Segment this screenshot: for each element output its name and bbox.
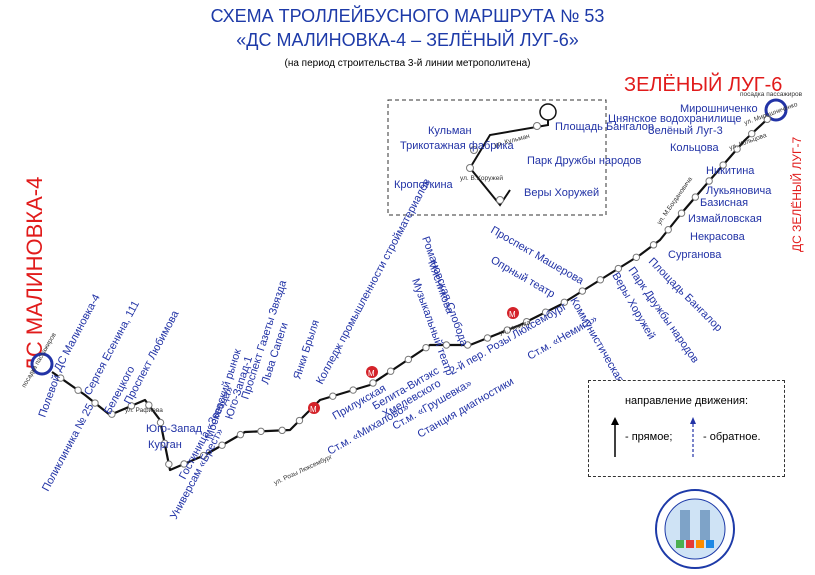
stop-dot [463, 341, 472, 349]
stop-dot [295, 416, 304, 425]
street-label: ул. Розы Люксембург [272, 452, 334, 486]
stop-label: Мирошниченко [680, 103, 758, 115]
stop-dot [560, 298, 569, 306]
metro-icon: M [507, 307, 519, 319]
stop-dot [74, 386, 82, 394]
stop-dot [127, 402, 136, 410]
metro-icon: M [366, 366, 378, 378]
stop-label: Курган [148, 439, 182, 451]
street-label: ул. Рафиева [125, 407, 163, 414]
inset-label: Кульман [428, 125, 472, 137]
inset-stop [496, 196, 504, 204]
stop-label: Некрасова [690, 231, 746, 243]
stop-label: Базисная [700, 197, 748, 209]
inset-stop [470, 146, 478, 154]
stop-dot [522, 317, 531, 326]
stop-dot [442, 341, 451, 349]
map-note: (на период строительства 3-й линии метро… [284, 58, 531, 69]
stop-dot [664, 226, 672, 234]
stop-dot [705, 177, 713, 185]
stop-dot [218, 441, 226, 449]
inset-label: Кропоткина [394, 179, 454, 191]
stop-dot [160, 439, 169, 448]
inset-label: Парк Дружбы народов [527, 155, 642, 167]
metro-icon: M [308, 402, 320, 414]
stop-label: Кольцова [670, 142, 719, 154]
stop-dot [257, 427, 265, 435]
stop-label: Полевой [37, 373, 63, 419]
stop-label: Измайловская [688, 213, 762, 225]
stop-dot [236, 430, 245, 439]
legend-title: направление движения: [624, 395, 749, 407]
inset-stop [533, 122, 541, 130]
stop-dot [165, 460, 173, 468]
legend-forward: - прямое; [625, 431, 673, 443]
stop-dot [57, 374, 65, 382]
inset-label: Площадь Бангалор [555, 121, 654, 133]
svg-text:M: M [509, 310, 516, 319]
street-label: ул. Кольцова [728, 132, 768, 152]
reverse-arrow-icon [690, 417, 696, 457]
stop-label: Юго-Запад [146, 423, 203, 435]
stop-dot [503, 326, 511, 334]
stop-label: Сурганова [668, 249, 722, 261]
stop-dot [199, 451, 208, 460]
svg-text:M: M [368, 369, 375, 378]
legend: направление движения: - прямое; - обратн… [588, 380, 785, 477]
stop-dot [91, 399, 99, 407]
stop-dot [719, 161, 727, 169]
route-stops [57, 115, 771, 468]
stop-dot [404, 355, 413, 364]
stop-dot [763, 115, 771, 123]
end-terminal-icon [764, 98, 788, 122]
stop-dot [632, 253, 641, 261]
stop-dot [108, 410, 116, 418]
map-title-line1: СХЕМА ТРОЛЛЕЙБУСНОГО МАРШРУТА № 53 [210, 6, 605, 26]
inset-terminal [539, 103, 557, 121]
stop-dot [578, 287, 587, 295]
stop-dot [614, 264, 623, 273]
stop-dot [649, 241, 658, 249]
stop-label: Янки Брыля [291, 319, 321, 381]
forward-arrow-icon [611, 417, 619, 457]
stop-dot [156, 418, 165, 427]
stop-dot [483, 334, 492, 342]
stop-label: ДС Малиновка-4 [52, 292, 103, 373]
inset-stop [466, 164, 474, 172]
stop-dot [349, 386, 357, 394]
inset-label: Трикотажная фабрика [400, 140, 515, 152]
stop-dot [541, 308, 550, 316]
map-title-line2: «ДС МАЛИНОВКА-4 – ЗЕЛЁНЫЙ ЛУГ-6» [236, 30, 579, 50]
stop-dot [369, 379, 377, 387]
start-terminal-icon [30, 352, 54, 376]
street-label: ул. В.Хоружей [460, 174, 503, 182]
stop-label: Никитина [706, 165, 755, 177]
stop-dot [422, 343, 430, 352]
stop-dot [733, 145, 741, 153]
stop-label: Площадь Бангалор [646, 256, 725, 335]
inset-frame [387, 99, 607, 216]
stop-dot [329, 392, 337, 400]
stop-label: Коммунистическая [567, 296, 626, 386]
stop-dot [278, 426, 286, 435]
svg-text:M: M [310, 405, 317, 414]
boarding-note: посадка пассажиров [740, 91, 803, 98]
stop-dot [596, 276, 605, 284]
company-logo [655, 489, 735, 569]
stop-dot [691, 193, 700, 201]
stop-dot [748, 130, 756, 138]
stop-label: Лукьяновича [706, 185, 772, 197]
terminal-end: ЗЕЛЁНЫЙ ЛУГ-6 [624, 74, 783, 96]
stop-dot [677, 209, 686, 217]
stop-label: Цнянское водохранилище [608, 113, 742, 125]
stop-dot [180, 460, 188, 468]
inset-label: Веры Хоружей [524, 187, 599, 199]
stop-label: Зелёный Луг-3 [648, 125, 723, 137]
stop-dot [145, 401, 153, 409]
legend-reverse: - обратное. [703, 431, 761, 443]
stop-dot [386, 367, 395, 375]
